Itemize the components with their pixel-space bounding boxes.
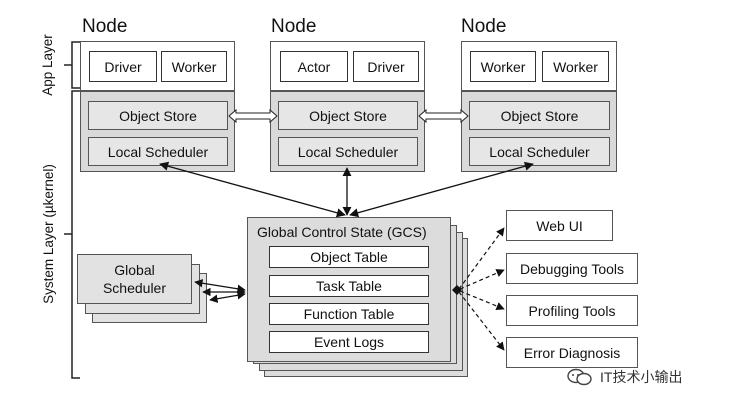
node-3-app-worker-1: Worker <box>470 51 536 82</box>
gcs-event-logs: Event Logs <box>269 331 429 353</box>
node-1-app-driver: Driver <box>89 51 157 82</box>
arrow-ls1-gcs <box>159 161 346 218</box>
arrow-ls3-gcs <box>349 161 534 218</box>
tool-error-diagnosis: Error Diagnosis <box>506 337 638 368</box>
node-1-system-layer: Object Store Local Scheduler <box>80 91 235 172</box>
node-3-app-layer: Worker Worker <box>461 41 617 91</box>
dashed-arrow-error-diagnosis <box>458 291 505 351</box>
dashed-arrow-profiling <box>459 290 505 311</box>
watermark-text: IT技术小输出 <box>600 369 683 385</box>
node-1-local-scheduler: Local Scheduler <box>88 137 228 166</box>
global-scheduler-line-1: Global <box>114 262 155 278</box>
node-1-object-store: Object Store <box>88 101 228 130</box>
chat-bubble-icon <box>567 368 592 386</box>
node-3-app-worker-2: Worker <box>542 51 609 82</box>
node-1-app-layer: Driver Worker <box>80 41 235 91</box>
dashed-arrow-web-ui <box>458 227 505 290</box>
gcs-function-table: Function Table <box>269 303 429 325</box>
node-2-app-actor: Actor <box>280 51 348 82</box>
gcs-task-table: Task Table <box>269 275 429 297</box>
global-scheduler: Global Scheduler <box>77 254 192 304</box>
node-2-object-store: Object Store <box>278 101 418 130</box>
object-store-link-1-2 <box>228 108 278 124</box>
node-2-app-layer: Actor Driver <box>270 41 425 91</box>
node-1-app-worker: Worker <box>161 51 227 82</box>
node-2-title: Node <box>271 16 317 37</box>
node-3-system-layer: Object Store Local Scheduler <box>461 91 617 172</box>
gcs-title: Global Control State (GCS) <box>257 224 427 240</box>
global-scheduler-line-2: Scheduler <box>102 280 167 296</box>
watermark: IT技术小输出 <box>566 366 682 388</box>
arrow-gs-gcs-1 <box>194 279 246 293</box>
tool-web-ui: Web UI <box>506 210 613 241</box>
node-2-app-driver: Driver <box>353 51 419 82</box>
tool-profiling: Profiling Tools <box>506 295 638 326</box>
object-store-link-2-3 <box>418 108 469 124</box>
node-3-object-store: Object Store <box>469 101 610 130</box>
dashed-arrow-debugging <box>459 269 505 290</box>
gcs-object-table: Object Table <box>269 246 429 268</box>
node-3-local-scheduler: Local Scheduler <box>469 137 610 166</box>
node-3-title: Node <box>461 16 507 37</box>
tool-debugging: Debugging Tools <box>506 253 638 284</box>
gcs-panel: Global Control State (GCS) Object Table … <box>247 217 451 362</box>
arrow-gs-gcs-3 <box>209 291 246 303</box>
node-1-title: Node <box>82 16 128 37</box>
node-2-local-scheduler: Local Scheduler <box>278 137 418 166</box>
